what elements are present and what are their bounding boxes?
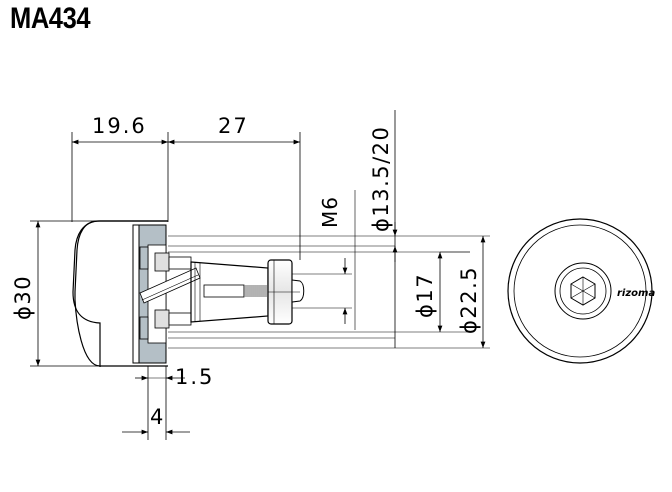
dim-thread: M6: [318, 196, 342, 228]
thread-hatch: [243, 285, 267, 297]
dim-bar-inner-dia: ϕ13.5/20: [369, 126, 393, 232]
dim-cap-length: 19.6: [92, 114, 147, 138]
dim-dia-17: ϕ17: [413, 273, 437, 318]
front-view: rizoma: [507, 218, 655, 364]
dim-dia-30: ϕ30: [11, 275, 35, 320]
page-title: MA434: [10, 2, 91, 35]
side-view: [72, 220, 490, 367]
cap-body: [74, 220, 168, 367]
dim-collar: 4: [150, 405, 163, 429]
dimension-lines: [30, 110, 486, 440]
dim-dia-22-5: ϕ22.5: [457, 266, 481, 334]
dim-body-length: 27: [218, 114, 249, 138]
brand-logo: rizoma: [617, 288, 655, 299]
dim-flange: 1.5: [175, 365, 214, 389]
